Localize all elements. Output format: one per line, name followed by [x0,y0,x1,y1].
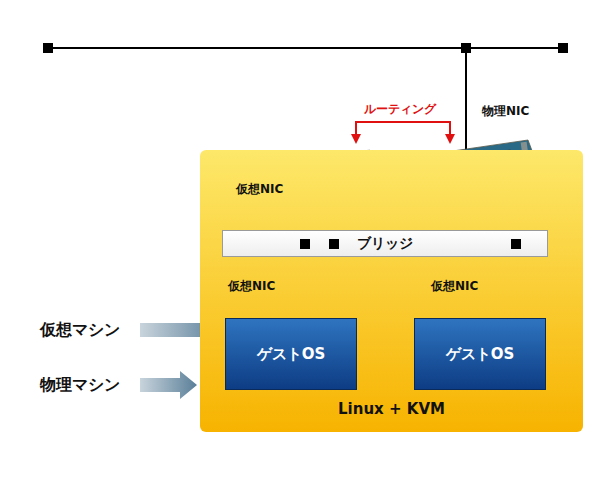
node-text: Linux + KVM [200,400,583,418]
port-square [300,239,310,249]
machine-label: 仮想マシン [40,320,120,341]
node-text: ブリッジ [357,235,413,253]
machine-label: 物理マシン [40,375,120,396]
guest-os-box: ゲストOS [225,318,357,390]
nic-label: 仮想NIC [236,181,283,198]
port-square [329,239,339,249]
nic-label: 仮想NIC [228,278,275,295]
port-square [511,239,521,249]
nic-label: 物理NIC [482,103,529,120]
bridge-box: ブリッジ [222,230,548,257]
guest-os-box: ゲストOS [414,318,546,390]
routing-label: ルーティング [364,101,436,118]
nic-label: 仮想NIC [431,278,478,295]
node-text: ゲストOS [446,345,515,364]
node-text: ゲストOS [257,345,326,364]
